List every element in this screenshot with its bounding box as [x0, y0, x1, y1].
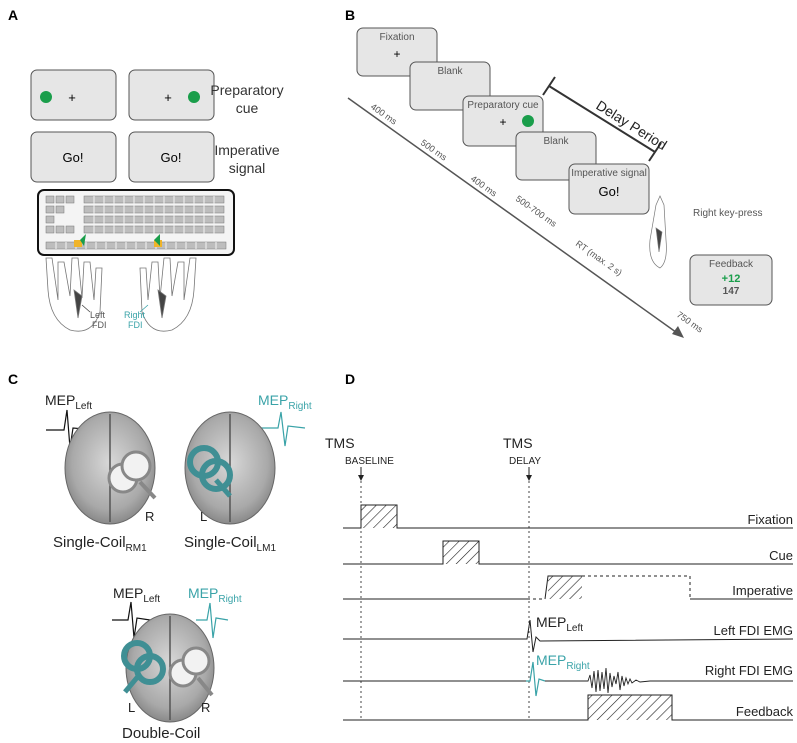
panel-letter-c: C [8, 371, 18, 387]
preparatory-cue-label-2: cue [236, 100, 259, 116]
go-text-right: Go! [161, 150, 182, 165]
mep-right-label: MEPRight [258, 392, 312, 412]
right-fdi-label-2: FDI [128, 320, 143, 330]
right-fdi-mep-trace [526, 661, 546, 697]
tms-label-2: TMS [503, 435, 533, 451]
screen-prep-cue-label: Preparatory cue [467, 100, 539, 111]
imperative-pulse [548, 576, 582, 599]
left-fdi-label-1: Left [90, 310, 106, 320]
go-text-left: Go! [63, 150, 84, 165]
preparatory-cue-label-1: Preparatory [210, 82, 283, 98]
delay-period-bar [548, 85, 656, 153]
delay-label: DELAY [509, 456, 541, 467]
cue-screen-right-fixation: + [164, 90, 172, 105]
baseline-arrowhead [358, 475, 364, 481]
double-coil-label: Double-Coil [122, 725, 200, 742]
mep-left-d-label: MEPLeft [536, 614, 583, 634]
screen-fixation-symbol: + [393, 47, 400, 61]
fixation-pulse [361, 505, 397, 528]
delay-period-cap-left [542, 76, 556, 96]
screen-feedback [689, 254, 773, 306]
label-l-lm1: L [200, 509, 207, 524]
mep-right-trace-double [196, 602, 229, 639]
go-screen-right [128, 131, 215, 183]
row-label-fixation: Fixation [747, 512, 793, 527]
screen-imperative-go: Go! [599, 184, 620, 199]
cue-trace [343, 540, 793, 565]
mep-right-label-double: MEPRight [188, 585, 242, 605]
baseline-label: BASELINE [345, 456, 394, 467]
keyboard-illustration [37, 189, 235, 256]
cue-pulse [443, 541, 479, 564]
panel-letter-b: B [345, 7, 355, 23]
coil-lm1 [187, 445, 233, 498]
left-hand-illustration [45, 234, 103, 332]
delay-period-label: Delay Period [593, 97, 669, 153]
panel-letter-a: A [8, 7, 18, 23]
mep-left-label: MEPLeft [45, 392, 92, 412]
right-cue-dot [188, 91, 200, 103]
row-label-right-fdi: Right FDI EMG [705, 663, 793, 678]
row-label-left-fdi: Left FDI EMG [714, 623, 793, 638]
left-fdi-emg-trace [343, 619, 794, 653]
delay-period-cap-right [648, 142, 662, 162]
panel-letter-d: D [345, 371, 355, 387]
prep-cue-dot [522, 115, 534, 127]
time-axis-arrowhead [672, 326, 684, 338]
duration-label: RT (max. 2 s) [574, 238, 624, 277]
cue-screen-left [30, 69, 117, 121]
single-coil-rm1-label: Single-CoilRM1 [53, 534, 147, 554]
imperative-label-1: Imperative [214, 142, 280, 158]
row-label-feedback: Feedback [736, 704, 794, 719]
screen-imperative-label: Imperative signal [571, 168, 647, 179]
feedback-score: +12 [722, 273, 741, 285]
coil-double-left [121, 640, 166, 694]
screen-fixation-label: Fixation [379, 32, 414, 43]
time-axis-arrow [347, 97, 681, 336]
right-keypress-label: Right key-press [693, 208, 762, 219]
right-keypress-hand [649, 195, 667, 269]
label-r-rm1: R [145, 509, 154, 524]
cue-screen-left-fixation: + [68, 90, 76, 105]
right-fdi-emg-burst [545, 667, 793, 694]
left-cue-dot [40, 91, 52, 103]
fixation-trace [343, 504, 793, 529]
mep-right-trace [258, 411, 306, 447]
mep-right-d-label: MEPRight [536, 652, 590, 672]
screen-prep-cue-symbol: + [499, 115, 506, 129]
screen-feedback-label: Feedback [709, 259, 754, 270]
mep-left-label-double: MEPLeft [113, 585, 160, 605]
feedback-total: 147 [723, 286, 740, 297]
coil-double-right [168, 646, 214, 697]
mep-left-trace-double [112, 601, 151, 639]
row-label-cue: Cue [769, 548, 793, 563]
screen-blank-1-label: Blank [437, 66, 463, 77]
cue-screen-right [128, 69, 215, 121]
mep-left-trace [46, 409, 97, 449]
single-coil-lm1-label: Single-CoilLM1 [184, 534, 276, 554]
duration-label: 500-700 ms [514, 193, 559, 229]
left-fdi-label-2: FDI [92, 320, 107, 330]
row-label-imperative: Imperative [732, 583, 793, 598]
coil-rm1 [107, 450, 157, 500]
screen-blank-2-label: Blank [543, 136, 569, 147]
go-screen-left [30, 131, 117, 183]
tms-label-1: TMS [325, 435, 355, 451]
feedback-pulse [588, 695, 672, 720]
feedback-trace [343, 694, 793, 721]
right-hand-illustration [139, 234, 197, 332]
delay-arrowhead [526, 475, 532, 481]
label-r-double: R [201, 700, 210, 715]
imperative-label-2: signal [229, 160, 266, 176]
screen-imperative [568, 163, 650, 215]
label-l-double: L [128, 700, 135, 715]
imperative-trace-dashed [582, 575, 691, 599]
right-fdi-label-1: Right [124, 310, 146, 320]
